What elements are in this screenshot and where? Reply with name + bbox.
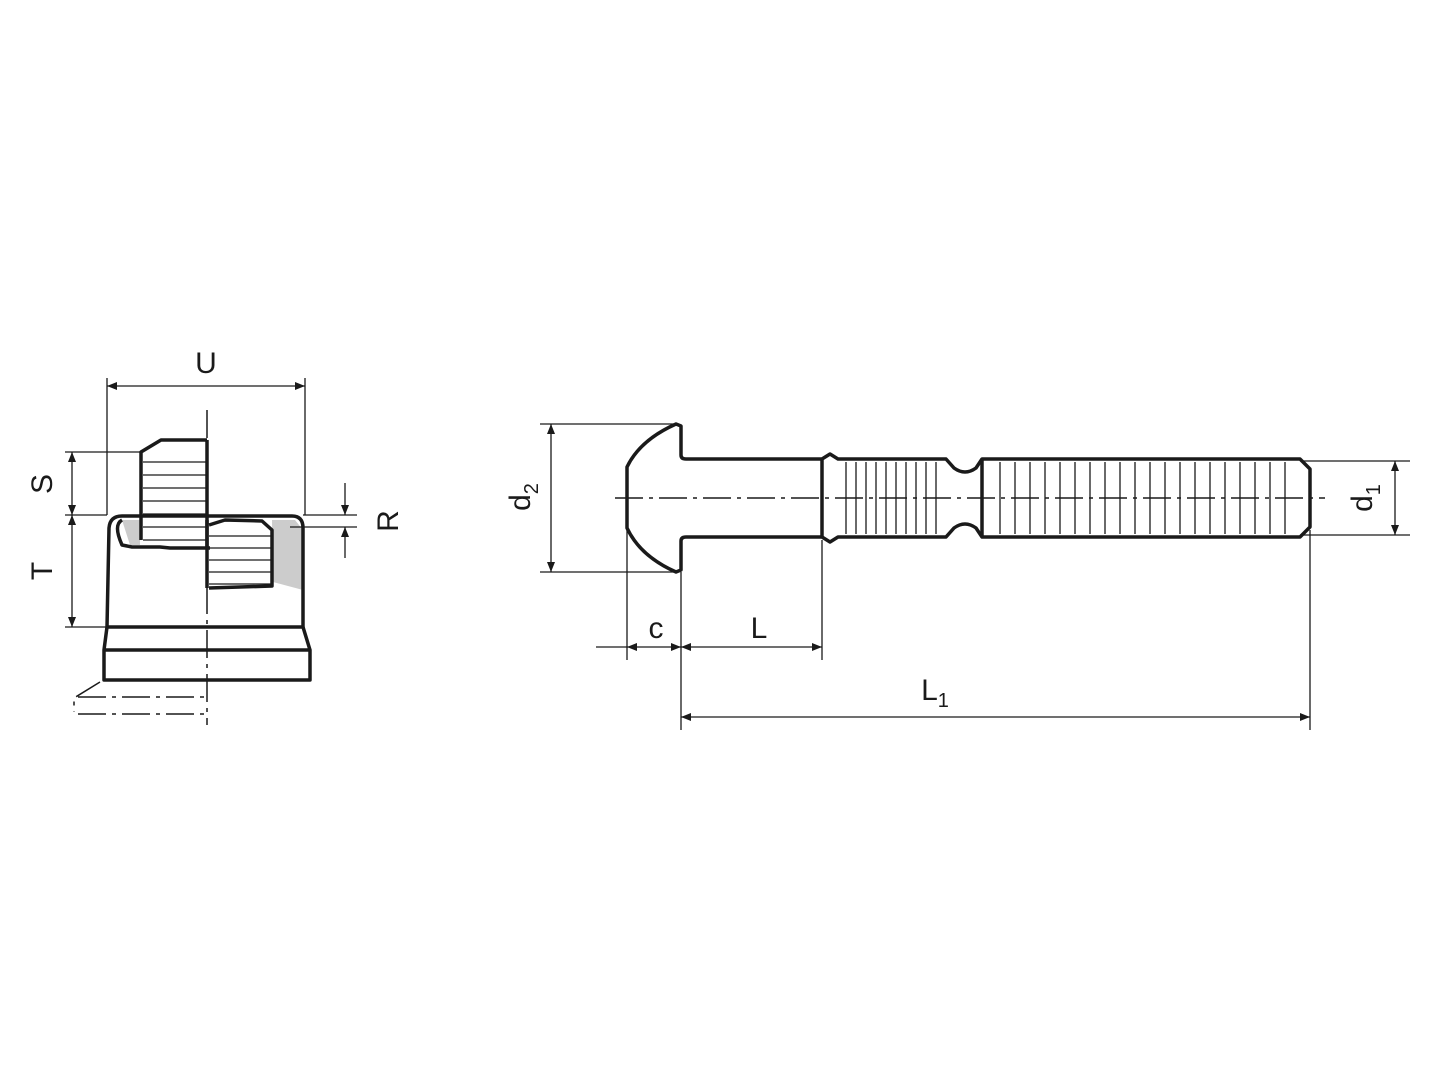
collar-section-left xyxy=(122,520,140,545)
dim-label-u: U xyxy=(195,347,217,380)
dim-label-r: R xyxy=(372,510,405,532)
collar-body xyxy=(105,514,305,629)
dim-label-t: T xyxy=(26,562,59,580)
bolt-view: d2 d1 c L L1 xyxy=(504,422,1410,730)
dim-label-d1: d1 xyxy=(1346,484,1385,512)
bolt-head xyxy=(625,422,1312,574)
dim-label-l: L xyxy=(751,612,768,645)
dim-label-s: S xyxy=(26,474,59,494)
collar-thread-lines xyxy=(143,461,272,585)
dim-label-l1: L1 xyxy=(921,674,949,712)
dim-label-d2: d2 xyxy=(504,483,543,511)
collar-view: U S T R xyxy=(26,347,405,725)
pin-upper-threads xyxy=(139,438,207,540)
dim-label-c: c xyxy=(649,612,664,645)
collar-section-right xyxy=(272,520,303,590)
